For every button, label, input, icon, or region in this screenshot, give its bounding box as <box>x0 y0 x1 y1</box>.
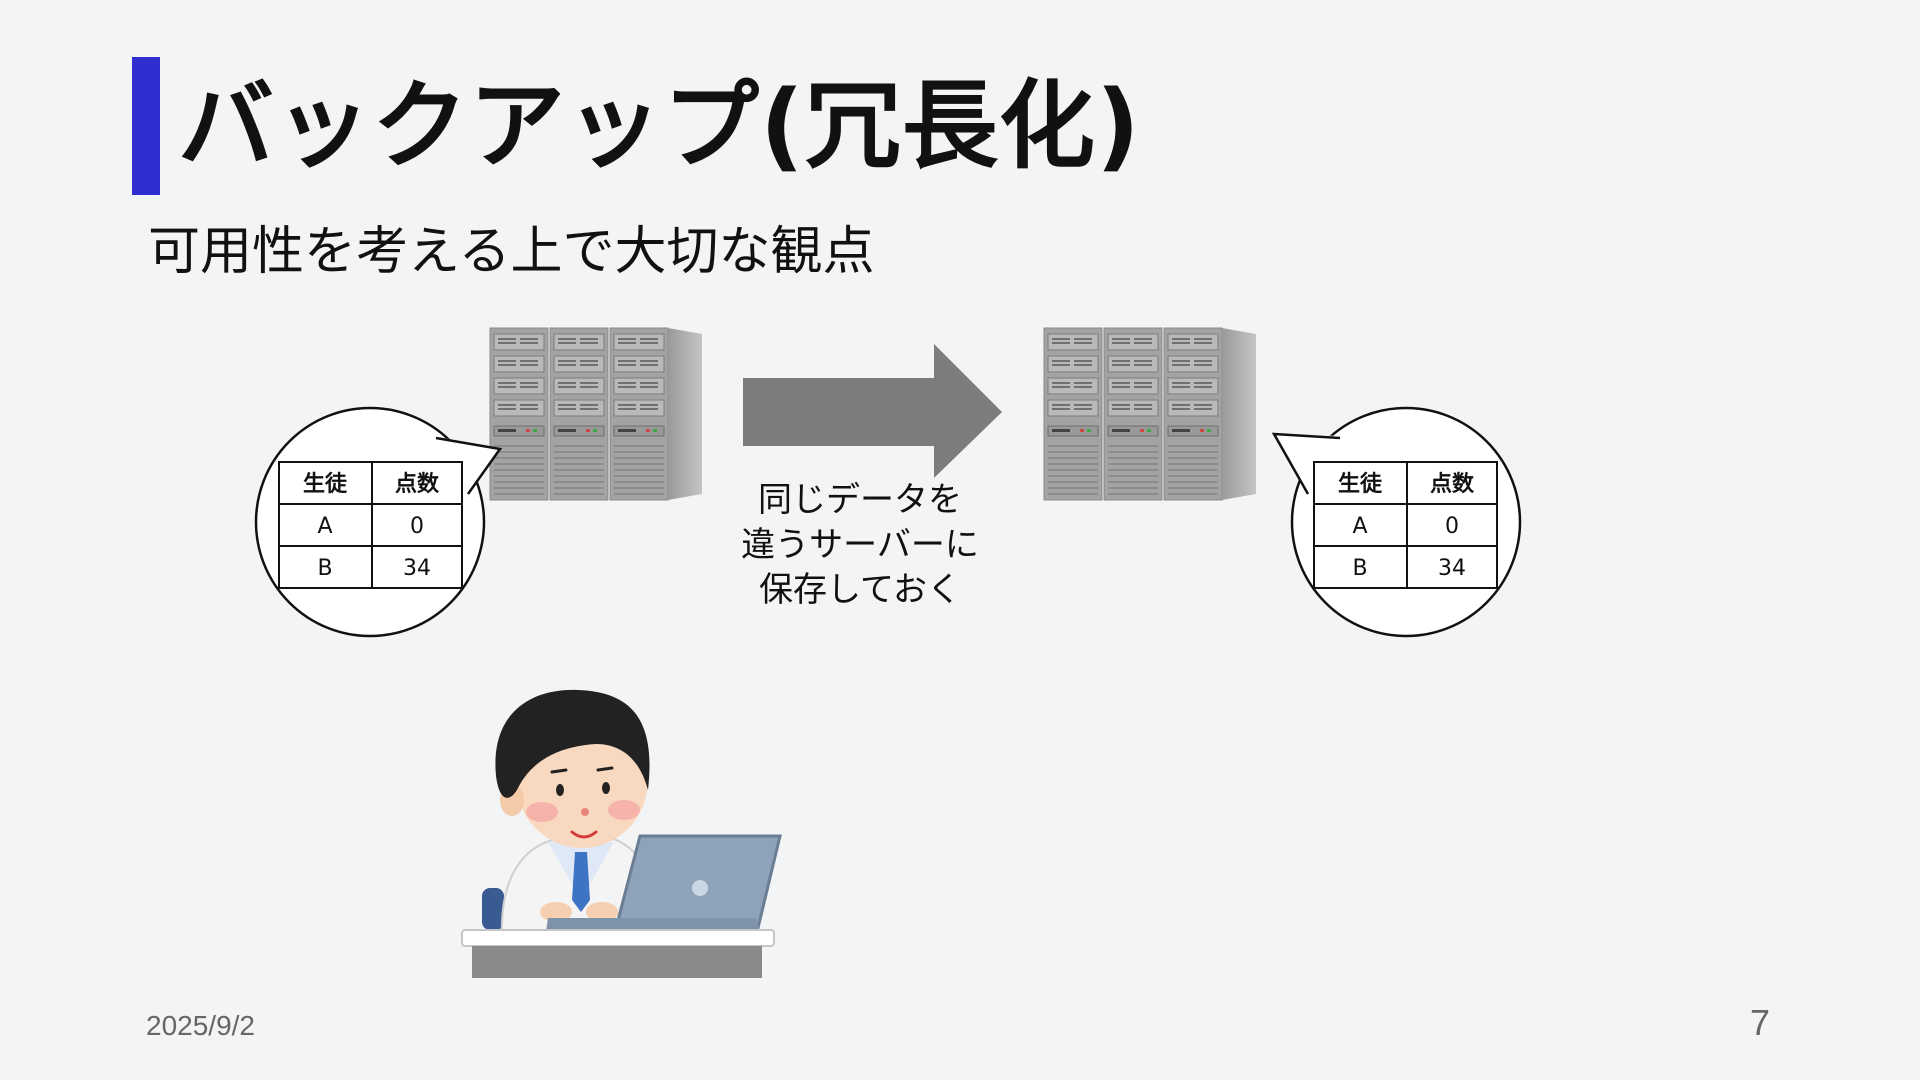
slide-date: 2025/9/2 <box>146 1010 255 1041</box>
backup-score-table <box>1313 461 1498 589</box>
diagram-caption: 同じデータを 違うサーバーに 保存しておく <box>700 478 1020 613</box>
source-score-table <box>278 461 463 589</box>
backup-data-bubble <box>1271 406 1522 638</box>
backup-server-icon <box>1044 328 1256 500</box>
caption-line: 違うサーバーに <box>741 525 979 565</box>
table-cell: 34 <box>403 556 431 581</box>
slide-title: バックアップ(冗長化) <box>178 70 1141 182</box>
caption-line: 保存しておく <box>759 570 961 610</box>
slide-subtitle: 可用性を考える上で大切な観点 <box>148 222 875 282</box>
right-arrow-icon <box>743 344 1002 478</box>
source-server-icon <box>490 328 702 500</box>
person-at-laptop-icon <box>461 689 782 978</box>
table-cell: 0 <box>1445 514 1459 539</box>
source-data-bubble <box>254 406 503 638</box>
page-number: 7 <box>1749 1002 1770 1043</box>
table-header-cell: 生徒 <box>303 471 348 497</box>
table-header-cell: 点数 <box>395 471 440 497</box>
table-cell: B <box>1352 556 1367 581</box>
table-cell: B <box>317 556 332 581</box>
caption-line: 同じデータを <box>758 480 962 520</box>
table-header-cell: 生徒 <box>1338 471 1383 497</box>
table-cell: 0 <box>410 514 424 539</box>
title-accent-bar <box>132 57 160 195</box>
table-cell: A <box>317 514 332 539</box>
table-cell: 34 <box>1438 556 1466 581</box>
table-cell: A <box>1352 514 1367 539</box>
table-header-cell: 点数 <box>1430 471 1475 497</box>
